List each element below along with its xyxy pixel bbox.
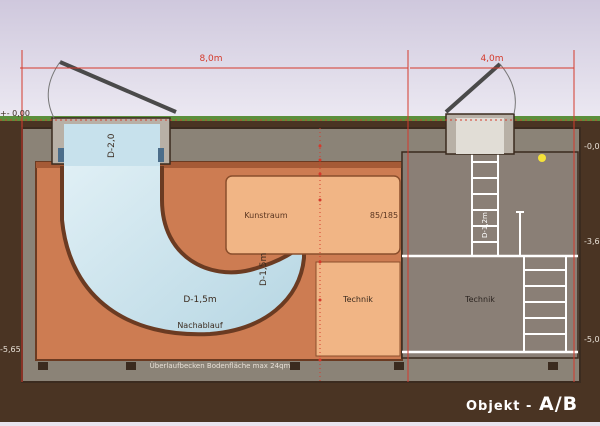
floor-feet [38,362,558,370]
tech-right-label: Technik [464,295,495,304]
tech-left-label: Technik [342,295,373,304]
pit-top-band [36,162,402,168]
ladder-shaft-label: D-1,2m [481,212,489,238]
object-title: Objekt - A/B [466,393,578,415]
dim-ticks [318,144,322,362]
stair-ladder [516,211,567,352]
left-shaft-bracket [158,148,164,162]
left-shaft-bracket [58,148,64,162]
level-top-right: -0,00 [584,142,600,151]
object-code: A/B [539,393,579,415]
right-shaft-opening [456,118,504,154]
right-lid [444,62,502,114]
bottom-note: Überlaufbecken Bodenfläche max 24qm [150,361,291,370]
grass-strip [0,116,600,121]
level-bot-left: -5,65 [0,345,21,354]
pipe-bottom-label: D-1,5m [183,295,216,305]
width-right-label: 4,0m [480,54,503,64]
tank-size-label: 85/185 [370,211,398,220]
object-prefix: Objekt - [466,399,533,414]
dimension-lines [0,50,600,382]
left-lid-arc [47,61,61,119]
tech-room-left [315,261,401,357]
sky [0,0,600,120]
water-pipe [60,166,306,337]
pipe-mid-label: D-1,5m [259,253,269,286]
outflow-label: Nachablauf [177,321,223,330]
tank-room-label: Kunstraum [244,211,288,220]
shaft-left-label: D-2,0 [107,133,117,158]
level-top-left: +- 0,00 [0,109,30,118]
left-lid [59,60,177,114]
level-mid-right: -3,60 [584,237,600,246]
tank-body [225,175,401,255]
width-left-label: 8,0m [199,54,222,64]
vertical-ladder [471,150,499,256]
lamp-icon [538,154,546,162]
left-shaft-water [64,124,160,166]
level-bot-right: -5,00 [584,335,600,344]
